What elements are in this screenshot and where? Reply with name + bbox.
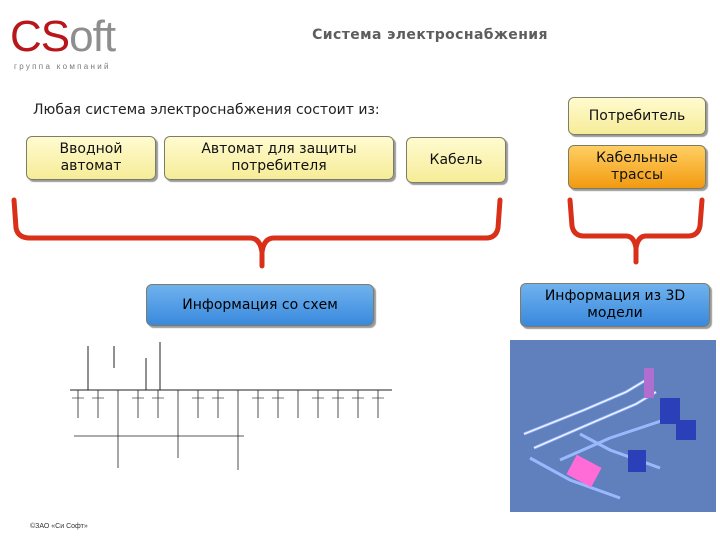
intro-text: Любая система электроснабжения состоит и…: [33, 102, 380, 118]
consumer-box: Потребитель: [568, 97, 706, 135]
schemes-bracket: [11, 197, 503, 269]
protection-breaker-box: Автомат для защиты потребителя: [164, 136, 394, 180]
slide-title: Система электроснабжения: [312, 27, 548, 43]
input-breaker-box: Вводной автомат: [26, 136, 156, 180]
cable-box: Кабель: [406, 137, 506, 183]
logo-wordmark: CSoft: [10, 12, 116, 61]
model-info-box: Информация из 3D модели: [520, 283, 710, 327]
electrical-schematic-image: [62, 338, 398, 478]
model-bracket: [567, 197, 705, 265]
grouping-brackets: [11, 197, 705, 269]
copyright-footer: ©ЗАО «Си Софт»: [30, 523, 88, 530]
logo-subtitle: группа компаний: [14, 62, 111, 71]
cable-routes-box: Кабельные трассы: [568, 145, 706, 189]
company-logo: CSoft группа компаний: [8, 14, 126, 76]
schemes-info-box: Информация со схем: [146, 284, 374, 326]
cable-tray-3d-model-image: [510, 340, 716, 512]
